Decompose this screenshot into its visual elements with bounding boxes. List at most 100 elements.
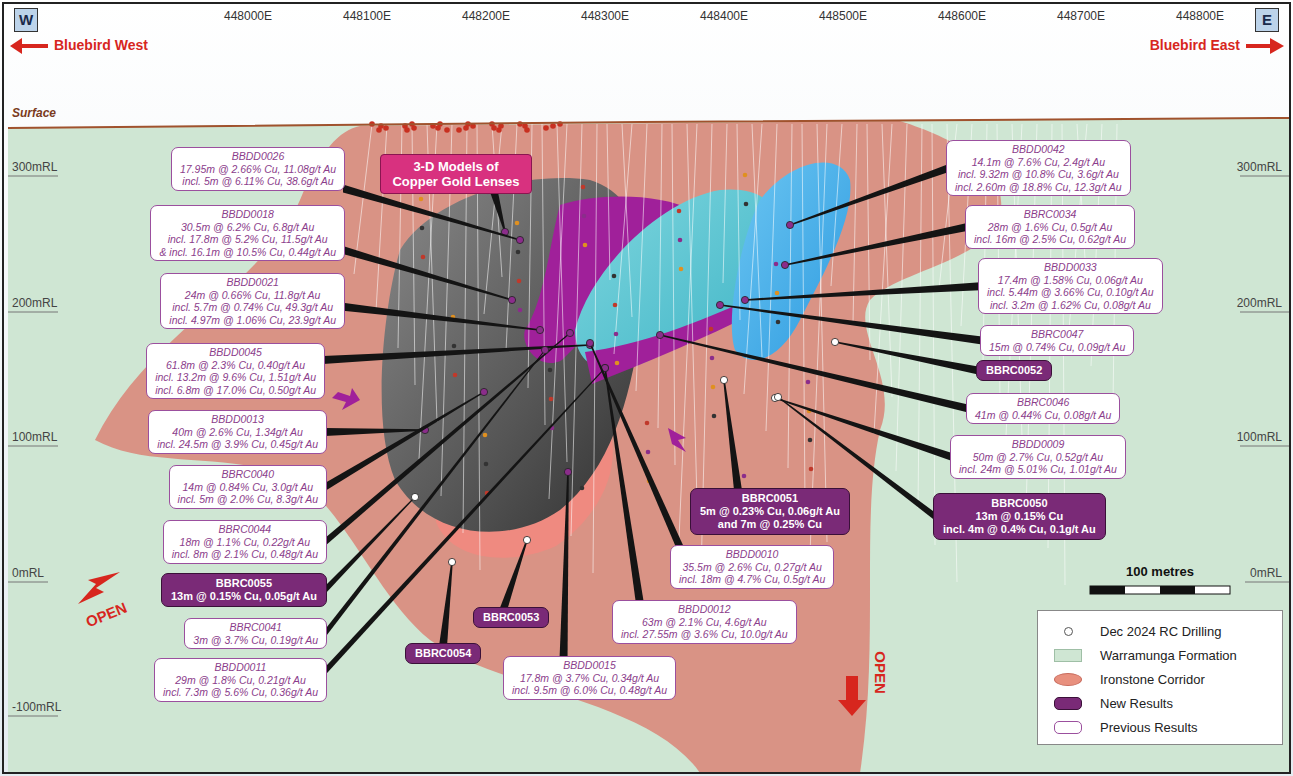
assay-text: incl. 7.3m @ 5.6% Cu, 0.36g/t Au	[163, 686, 318, 699]
intercept-point	[656, 331, 663, 338]
scale-label: 100 metres	[1126, 564, 1194, 579]
drill-trace	[752, 124, 762, 357]
assay-text: incl. 5.44m @ 3.66% Cu, 0.10g/t Au	[987, 286, 1154, 299]
intercept-point	[566, 329, 573, 336]
intercept-point	[786, 221, 793, 228]
intercept-dot	[517, 279, 522, 284]
new-result-callout: BBRC0053	[473, 607, 549, 628]
hole-id: BBRC0040	[178, 468, 318, 481]
rl-label: 100mRL	[12, 430, 57, 444]
legend-row: Ironstone Corridor	[1038, 669, 1278, 691]
easting-label: 448800E	[1176, 9, 1224, 23]
dec-2024-rc-hole	[448, 558, 455, 565]
drill-result-callout: BBRC004641m @ 0.44% Cu, 0.08g/t Au	[966, 393, 1120, 424]
hole-id: BBRC0046	[975, 396, 1111, 409]
hole-id: BBRC0054	[415, 647, 471, 660]
hole-id: BBDD0033	[987, 261, 1154, 274]
intercept-dot	[806, 380, 811, 385]
dec-2024-rc-hole	[831, 338, 838, 345]
assay-text: 17.8m @ 3.7% Cu, 0.34g/t Au	[512, 672, 667, 685]
rl-label: 0mRL	[1250, 566, 1282, 580]
drill-result-callout: BBRC003428m @ 1.6% Cu, 0.5g/t Auincl. 16…	[965, 205, 1135, 249]
legend-row: Warramunga Formation	[1038, 645, 1278, 667]
leader-line	[589, 343, 684, 547]
hole-id: BBRC0051	[700, 492, 840, 505]
drill-trace	[549, 124, 567, 499]
collar-dot	[444, 127, 450, 133]
intercept-dot	[775, 291, 780, 296]
hole-id: BBRC0044	[172, 523, 318, 536]
assay-text: 40m @ 2.6% Cu, 1.34g/t Au	[157, 426, 318, 439]
legend-swatch	[1054, 673, 1082, 686]
assay-text: 18m @ 1.1% Cu, 0.22g/t Au	[172, 536, 318, 549]
assay-text: incl. 9.5m @ 6.0% Cu, 0.48g/t Au	[512, 684, 667, 697]
collar-dot	[404, 127, 410, 133]
rl-label: 100mRL	[1237, 430, 1282, 444]
intercept-dot	[420, 226, 425, 231]
hole-id: BBRC0050	[943, 497, 1096, 510]
intercept-point	[541, 346, 548, 353]
assay-text: 28m @ 1.6% Cu, 0.5g/t Au	[974, 221, 1126, 234]
drill-trace	[672, 124, 675, 465]
hole-id: BBDD0045	[155, 346, 316, 359]
legend-text: Warramunga Formation	[1100, 648, 1237, 663]
direction-marker: W	[14, 8, 38, 32]
assay-text: 24m @ 0.66% Cu, 11.8g/t Au	[169, 289, 336, 302]
assay-text: 13m @ 0.15% Cu	[943, 510, 1096, 523]
open-arrow	[838, 676, 866, 716]
dec-2024-rc-hole	[411, 493, 418, 500]
legend-box: Dec 2024 RC DrillingWarramunga Formation…	[1037, 610, 1283, 745]
surface-line	[8, 118, 1290, 128]
assay-text: 35.5m @ 2.6% Cu, 0.27g/t Au	[679, 561, 825, 574]
assay-text: incl. 5m @ 2.0% Cu, 8.3g/t Au	[178, 493, 318, 506]
legend-row: Previous Results	[1038, 717, 1278, 739]
hole-id: BBRC0047	[989, 328, 1125, 341]
leader-line	[325, 496, 415, 594]
hole-id: BBDD0010	[679, 548, 825, 561]
legend-text: New Results	[1100, 696, 1173, 711]
assay-text: 3-D Models of Copper Gold Lenses	[387, 159, 525, 189]
east-arrow	[1246, 38, 1284, 54]
hole-id: BBDD0009	[959, 438, 1117, 451]
assay-text: incl. 16m @ 2.5% Cu, 0.62g/t Au	[974, 233, 1126, 246]
leader-line	[745, 282, 980, 301]
dec-2024-rc-hole	[720, 376, 727, 383]
leader-line	[323, 344, 590, 364]
drill-trace	[593, 124, 597, 573]
leader-line	[439, 562, 453, 645]
drill-result-callout: BBDD001263m @ 2.1% Cu, 4.6g/t Auincl. 27…	[612, 600, 797, 644]
drill-trace	[376, 124, 387, 311]
legend-swatch	[1054, 721, 1082, 734]
area-name: Bluebird West	[54, 37, 148, 53]
intercept-dot	[712, 414, 717, 419]
assay-text: incl. 8m @ 2.1% Cu, 0.48g/t Au	[172, 548, 318, 561]
intercept-dot	[581, 185, 586, 190]
new-result-callout: BBRC00515m @ 0.23% Cu, 0.06g/t Auand 7m …	[690, 488, 850, 535]
drill-result-callout: BBRC00413m @ 3.7% Cu, 0.19g/t Au	[184, 618, 327, 649]
drill-trace	[882, 124, 892, 397]
drill-result-callout: BBRC004715m @ 0.74% Cu, 0.09g/t Au	[980, 325, 1134, 356]
leader-line	[720, 304, 982, 344]
assay-text: incl. 18m @ 4.7% Cu, 0.5g/t Au	[679, 573, 825, 586]
new-result-callout: BBRC0054	[405, 643, 481, 664]
collar-dot	[543, 125, 549, 131]
leader-line	[325, 349, 545, 637]
surface-label: Surface	[12, 106, 56, 120]
open-arrow	[78, 572, 120, 604]
intercept-dot	[742, 474, 747, 479]
intercept-dot	[744, 202, 749, 207]
intercept-dot	[515, 221, 520, 226]
legend-text: Dec 2024 RC Drilling	[1100, 624, 1221, 639]
hole-id: BBDD0026	[180, 150, 336, 163]
drill-trace	[831, 124, 842, 286]
intercept-point	[508, 296, 515, 303]
intercept-dot	[678, 238, 683, 243]
leader-line	[490, 192, 506, 232]
new-result-callout: BBRC005513m @ 0.15% Cu, 0.05g/t Au	[161, 573, 327, 607]
intercept-dot	[646, 450, 651, 455]
assay-text: incl. 24.5m @ 3.9% Cu, 0.45g/t Au	[157, 438, 318, 451]
collar-dot	[456, 127, 462, 133]
legend-row: New Results	[1038, 693, 1278, 715]
intercept-point	[716, 301, 723, 308]
drill-trace	[607, 124, 610, 280]
